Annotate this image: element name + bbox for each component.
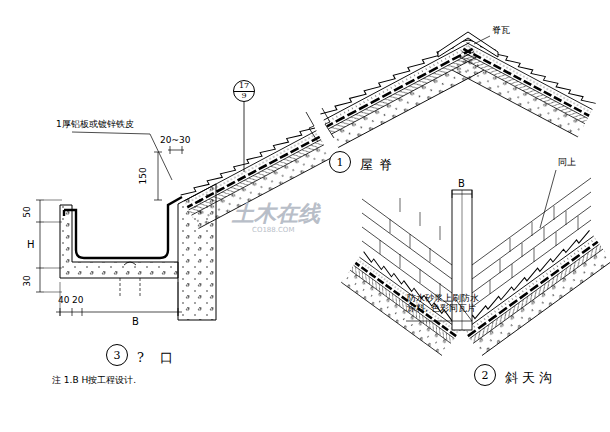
leader-line — [72, 132, 150, 134]
roof-layers — [452, 36, 596, 136]
detail-title: 屋脊 — [360, 158, 398, 171]
dimension-text: 150 — [139, 167, 149, 184]
dimension-text: 40 — [58, 296, 69, 306]
roof-layers — [320, 36, 484, 147]
callout-number: 2 — [482, 370, 489, 381]
dimension-line — [56, 308, 182, 316]
part-label: 1厚铝板或镀锌铁皮 — [56, 120, 134, 130]
dimension-text: B — [132, 316, 139, 327]
leader-line — [540, 170, 556, 228]
ridge-cap — [438, 32, 498, 57]
callout-number: 1 — [337, 157, 344, 168]
metal-lining — [63, 210, 65, 216]
dimension-text: 50 — [23, 206, 33, 217]
metal-lining — [64, 197, 182, 258]
extension-line — [60, 282, 178, 316]
gutter-section — [60, 205, 178, 278]
roof-layers — [181, 124, 331, 228]
dimension-text: B — [458, 178, 465, 189]
leader-line — [244, 102, 245, 172]
note-text: 防水砂浆上刷防水 涂料, 色彩同瓦片 — [407, 294, 483, 314]
dimension-text: H — [27, 239, 35, 250]
part-label: 同上 — [558, 158, 576, 168]
callout-circle: 1屋脊 — [329, 151, 351, 173]
detail-title: ? 口 — [137, 351, 179, 364]
callout-circle: 2斜天沟 — [474, 364, 496, 386]
valley-layers — [460, 230, 610, 355]
break-line — [306, 112, 318, 142]
dimension-line — [168, 146, 184, 154]
detail-title: 斜天沟 — [505, 371, 556, 384]
dimension-text: 20 — [72, 296, 83, 306]
dimension-line — [452, 190, 472, 198]
note-text: 注 1.B H按工程设计. — [52, 376, 136, 386]
outlet-pipe — [120, 278, 140, 296]
callout-circle: 179 — [233, 80, 255, 102]
dimension-text: 30 — [23, 275, 33, 286]
dimension-line — [36, 200, 44, 292]
leader-line — [474, 36, 490, 44]
detail-reference: 9 — [241, 92, 246, 100]
watermark: CO188.COM — [252, 227, 294, 235]
dimension-line — [154, 152, 162, 200]
callout-number: 3 — [114, 350, 121, 361]
dimension-text: 20~30 — [160, 136, 190, 146]
detail-reference: 17 — [239, 82, 249, 90]
part-label: 脊瓦 — [492, 26, 510, 36]
callout-circle: 3? 口 — [106, 344, 128, 366]
extension-line — [44, 200, 62, 292]
break-line — [322, 108, 334, 138]
watermark: 土木在线 — [232, 202, 320, 226]
outlet-pipe — [124, 262, 136, 265]
